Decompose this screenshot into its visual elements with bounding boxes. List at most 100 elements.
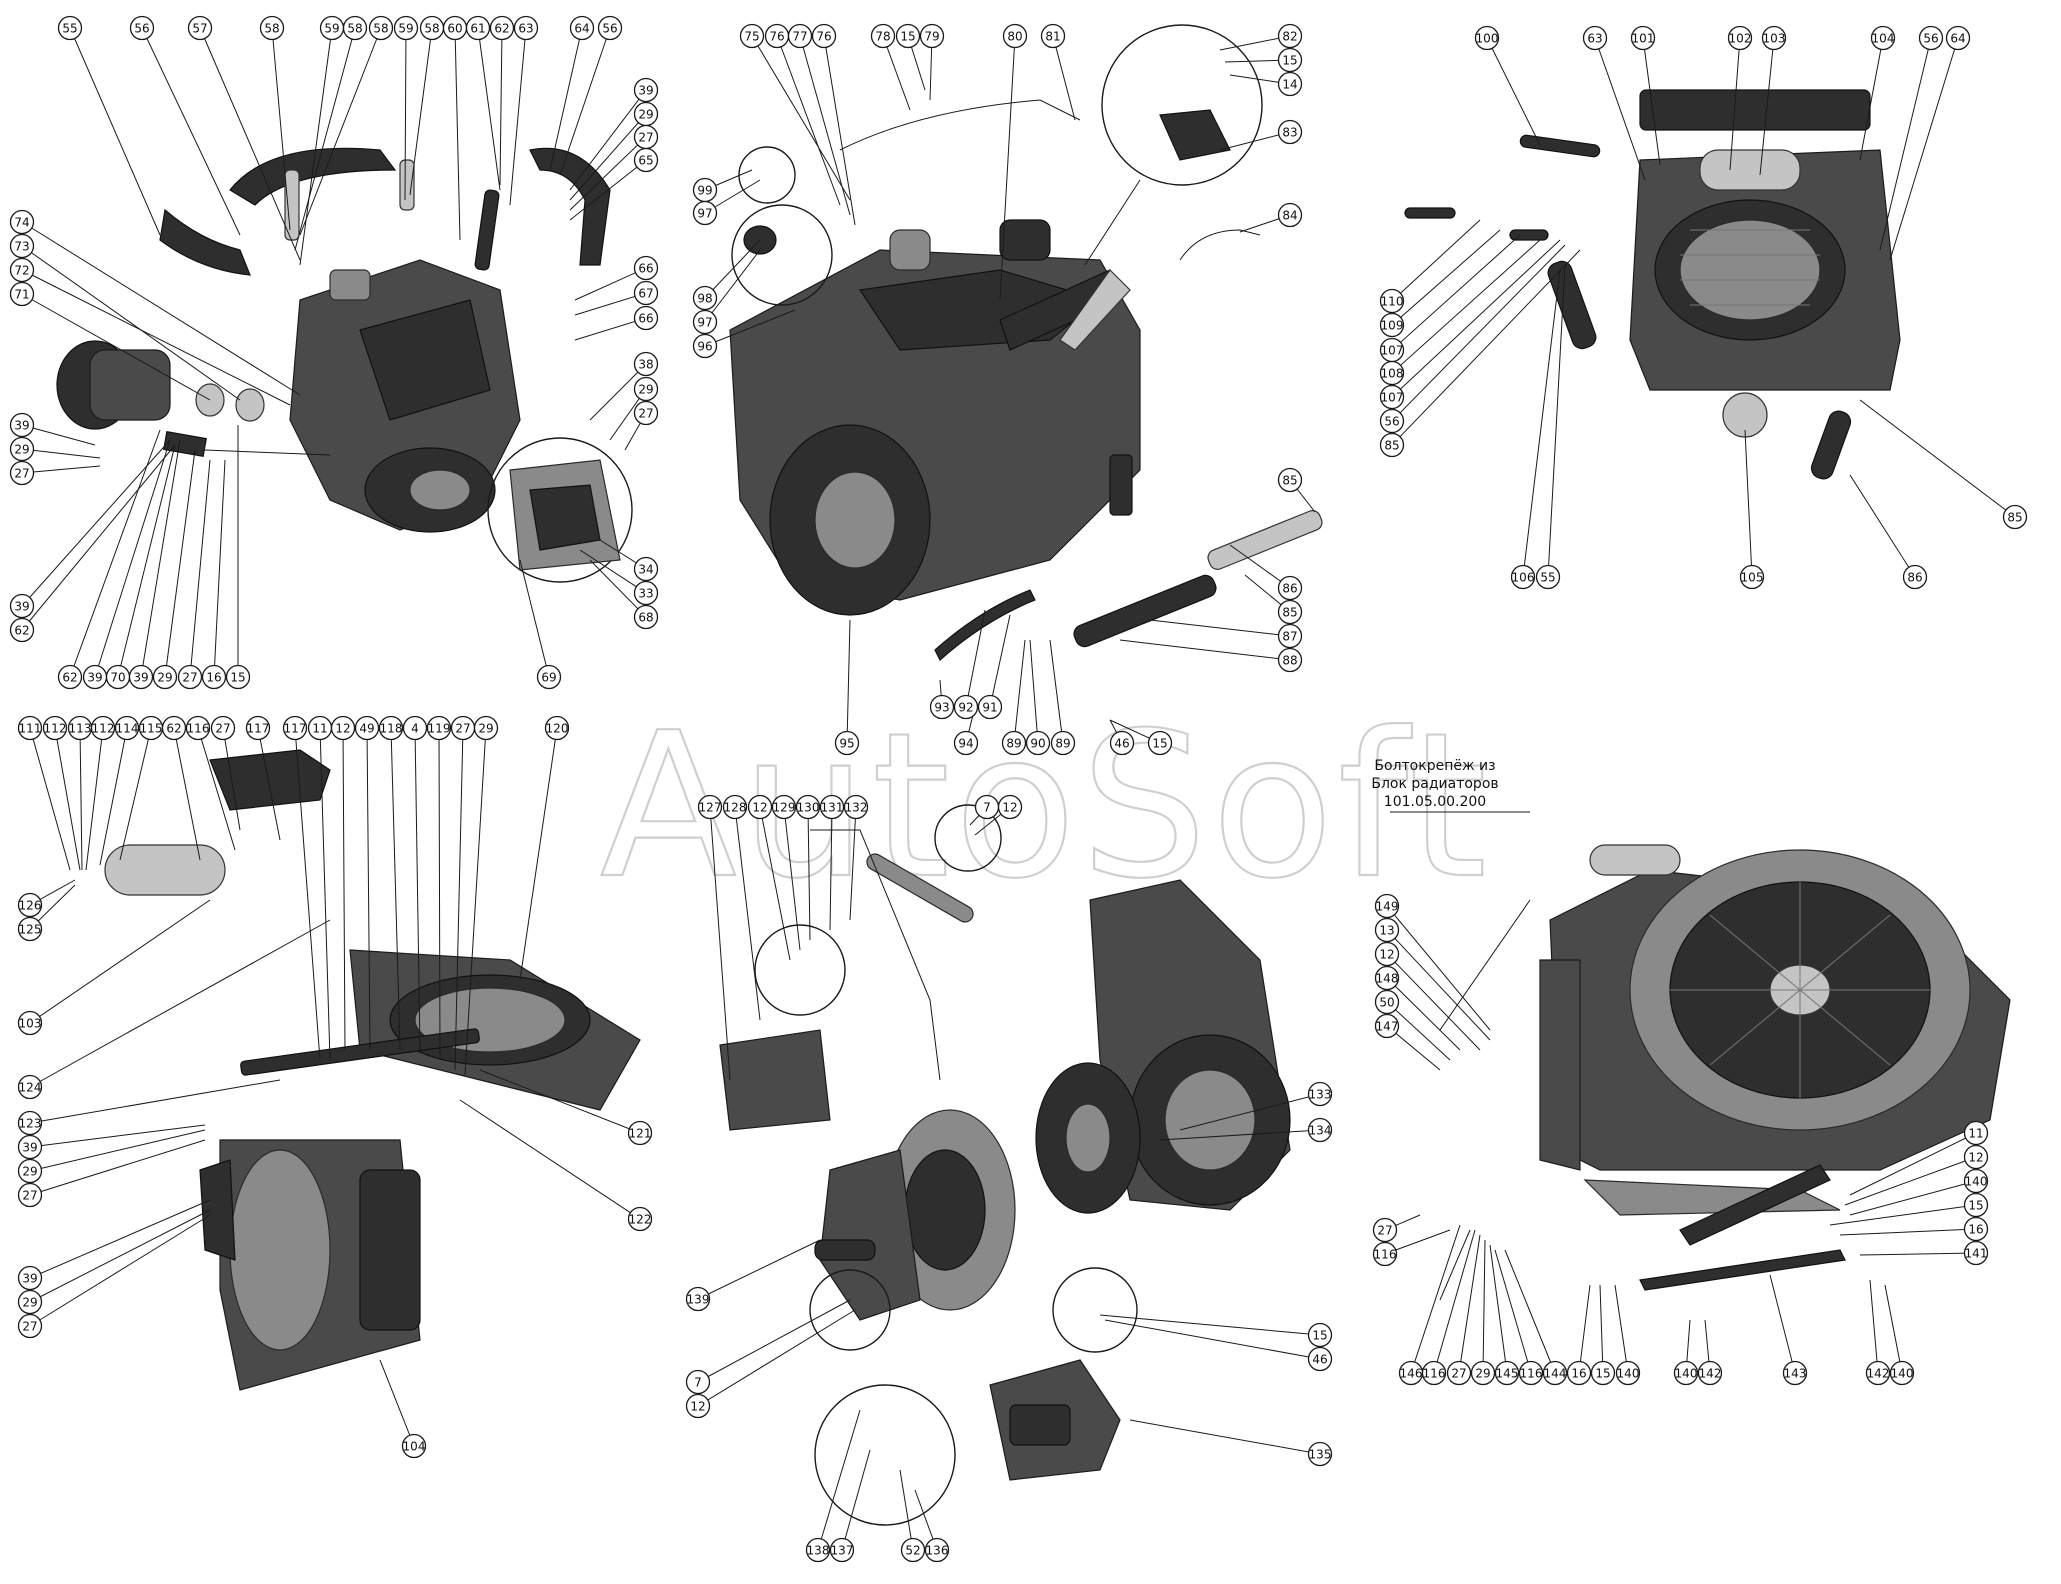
leader-line	[574, 267, 647, 301]
callout-59: 59	[319, 15, 345, 41]
callout-112: 112	[42, 715, 68, 741]
leader-line	[1391, 219, 1481, 302]
callout-103: 103	[1761, 25, 1787, 51]
callout-number: 16	[1571, 1367, 1586, 1381]
leader-line	[882, 35, 911, 111]
callout-number: 119	[428, 722, 451, 736]
leader-line	[454, 727, 464, 1071]
leader-line	[1769, 1274, 1796, 1374]
callout-39: 39	[17, 1134, 43, 1160]
leader-line	[1391, 234, 1521, 351]
leader-line	[569, 136, 647, 211]
callout-number: 106	[1512, 571, 1535, 585]
callout-63: 63	[513, 15, 539, 41]
callout-59: 59	[393, 15, 419, 41]
leader-line	[404, 27, 407, 201]
leader-line	[319, 727, 331, 1061]
leader-line	[1594, 37, 1646, 181]
callout-number: 12	[335, 722, 350, 736]
callout-number: 95	[839, 737, 854, 751]
callout-number: 100	[1476, 32, 1499, 46]
callout-number: 39	[22, 1272, 37, 1286]
callout-number: 79	[924, 30, 939, 44]
callout-140: 140	[1963, 1168, 1989, 1194]
leader-line	[29, 1214, 211, 1327]
callout-number: 58	[264, 22, 279, 36]
callout-27: 27	[210, 715, 236, 741]
callout-number: 27	[215, 722, 230, 736]
callout-75: 75	[739, 23, 765, 49]
callout-number: 29	[478, 722, 493, 736]
callout-number: 59	[398, 22, 413, 36]
callout-85: 85	[2002, 504, 2028, 530]
leader-line	[99, 727, 128, 866]
leader-line	[697, 1309, 856, 1407]
callout-68: 68	[633, 604, 659, 630]
callout-number: 27	[1377, 1224, 1392, 1238]
callout-number: 39	[14, 600, 29, 614]
callout-number: 73	[14, 240, 29, 254]
callout-29: 29	[9, 436, 35, 462]
callout-number: 27	[455, 722, 470, 736]
leader-line	[574, 317, 647, 341]
callout-119: 119	[426, 715, 452, 741]
transmission-illustration	[719, 804, 1291, 1526]
leader-line	[509, 27, 527, 206]
callout-number: 116	[1423, 1367, 1446, 1381]
callout-number: 12	[1379, 948, 1394, 962]
callout-number: 27	[1451, 1367, 1466, 1381]
leader-line	[1849, 1132, 1977, 1196]
leader-line	[965, 609, 986, 708]
callout-7: 7	[974, 794, 1000, 820]
callout-number: 27	[22, 1320, 37, 1334]
callout-136: 136	[924, 1537, 950, 1563]
leader-line	[899, 1469, 914, 1551]
callout-number: 66	[638, 312, 653, 326]
callout-60: 60	[442, 15, 468, 41]
callout-102: 102	[1727, 25, 1753, 51]
leader-line	[776, 35, 841, 206]
callout-number: 29	[638, 383, 653, 397]
callout-52: 52	[900, 1537, 926, 1563]
leader-line	[697, 1299, 851, 1383]
callout-number: 29	[638, 108, 653, 122]
callout-number: 113	[69, 722, 92, 736]
callout-15: 15	[1963, 1192, 1989, 1218]
callout-121: 121	[627, 1120, 653, 1146]
callout-number: 140	[1617, 1367, 1640, 1381]
leader-line	[197, 727, 236, 851]
leader-line	[989, 614, 1011, 708]
callout-39: 39	[128, 664, 154, 690]
callout-123: 123	[17, 1110, 43, 1136]
leader-line	[29, 1079, 281, 1124]
leader-line	[704, 309, 796, 347]
callout-number: 56	[1384, 415, 1399, 429]
callout-number: 76	[769, 30, 784, 44]
callout-number: 39	[87, 671, 102, 685]
callout-120: 120	[544, 715, 570, 741]
leader-line	[54, 727, 81, 871]
callout-number: 64	[574, 22, 589, 36]
callout-76: 76	[764, 23, 790, 49]
callout-96: 96	[692, 333, 718, 359]
callout-number: 29	[1475, 1367, 1490, 1381]
callout-number: 65	[638, 154, 653, 168]
callout-number: 27	[22, 1189, 37, 1203]
callout-number: 62	[14, 624, 29, 638]
callout-number: 58	[373, 22, 388, 36]
leader-line	[1482, 1239, 1486, 1374]
leader-line	[1029, 639, 1039, 744]
leader-line	[21, 448, 101, 459]
callout-15: 15	[1277, 47, 1303, 73]
leader-line	[1386, 977, 1461, 1051]
leader-line	[1391, 229, 1501, 326]
leader-line	[213, 459, 226, 678]
callout-70: 70	[105, 664, 131, 690]
callout-number: 82	[1282, 30, 1297, 44]
callout-15: 15	[895, 23, 921, 49]
callout-number: 103	[19, 1017, 42, 1031]
callout-142: 142	[1865, 1360, 1891, 1386]
callout-number: 115	[140, 722, 163, 736]
leader-line	[807, 806, 811, 941]
